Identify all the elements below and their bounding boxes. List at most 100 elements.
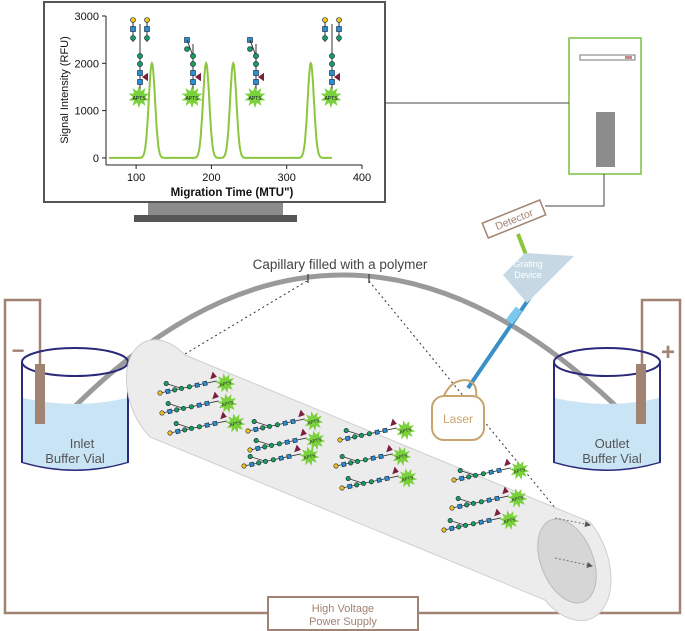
sugar-circle [179, 385, 185, 391]
glcnac-square [290, 418, 296, 425]
sugar-circle [362, 457, 368, 463]
tube-glycan: APTS [241, 444, 320, 469]
sugar-circle [165, 401, 171, 407]
apts-label: APTS [511, 495, 524, 502]
tube-glycan: APTS [441, 508, 520, 533]
sugar-circle [262, 444, 268, 450]
apts-star [499, 510, 520, 530]
sugar-circle [263, 458, 269, 464]
apts-star [128, 86, 150, 108]
sugar-circle [336, 35, 342, 41]
apts-star [395, 420, 416, 440]
apts-star [303, 411, 324, 431]
glcnac-square [137, 79, 143, 85]
glcnac-square [496, 467, 502, 474]
apts-star [244, 86, 266, 108]
apts-star [305, 430, 326, 450]
apts-label: APTS [132, 96, 146, 102]
sugar-circle [473, 472, 479, 478]
apts-label: APTS [309, 437, 322, 444]
apts-label: APTS [399, 427, 412, 434]
apts-label: APTS [303, 453, 316, 460]
sugar-circle [333, 463, 339, 469]
chromatogram-line [109, 61, 332, 159]
zoom-line-right [368, 280, 566, 521]
fucose-triangle [195, 72, 201, 82]
grating-label-2: Device [514, 270, 542, 280]
sugar-circle [355, 458, 361, 464]
apts-label: APTS [307, 418, 320, 425]
y-tick-label: 0 [93, 153, 99, 165]
grating-label-1: Grating [513, 259, 543, 269]
apts-star [225, 413, 246, 433]
y-tick-label: 3000 [75, 11, 99, 23]
sugar-circle [159, 410, 165, 416]
sugar-circle [329, 53, 335, 59]
sugar-circle [190, 61, 196, 67]
sugar-circle [352, 434, 358, 440]
apts-star [507, 488, 528, 508]
sugar-circle [251, 419, 257, 425]
glcnac-square [329, 70, 335, 76]
chart-glycan: APTS [244, 37, 266, 108]
sugar-circle [269, 442, 275, 448]
glcnac-square [253, 426, 259, 433]
drive-slot [579, 54, 636, 61]
laser-beam [466, 288, 537, 390]
sugar-circle [361, 480, 367, 486]
sugar-circle [463, 522, 469, 528]
glcnac-square [190, 79, 196, 85]
sugar-circle [163, 381, 169, 387]
sugar-circle [253, 53, 259, 59]
sugar-circle [167, 430, 173, 436]
glcnac-square [204, 400, 210, 407]
sugar-circle [336, 17, 342, 23]
glcnac-square [204, 422, 210, 428]
glcnac-square [486, 497, 492, 503]
glcnac-square [137, 70, 143, 76]
sugar-circle [447, 518, 453, 524]
glcnac-square [212, 420, 218, 427]
glcnac-square [457, 503, 463, 510]
glcnac-square [286, 453, 292, 460]
glcnac-square [253, 70, 259, 76]
sugar-circle [173, 421, 179, 427]
apts-star [217, 393, 238, 413]
sugar-circle [190, 53, 196, 59]
x-tick-label: 400 [353, 172, 371, 184]
sugar-circle [184, 46, 190, 52]
apts-label: APTS [503, 517, 516, 524]
tube-glycan: APTS [159, 391, 238, 416]
sugar-circle [144, 17, 150, 23]
computer-tower [385, 37, 642, 207]
glcnac-square [488, 469, 494, 475]
power-supply-label-2: Power Supply [309, 616, 377, 628]
apts-star [320, 86, 342, 108]
glcnac-square [284, 439, 290, 445]
fucose-triangle [142, 72, 148, 82]
detector-cable [545, 174, 605, 207]
apts-star [215, 373, 236, 393]
glcnac-square [494, 495, 500, 502]
glcnac-square [253, 79, 259, 85]
x-tick-label: 200 [202, 172, 220, 184]
zoom-line-left [184, 280, 308, 355]
sugar-circle [144, 35, 150, 41]
glcnac-square [202, 380, 208, 387]
sugar-circle [466, 474, 472, 480]
sugar-circle [471, 500, 477, 506]
sugar-circle [368, 479, 374, 485]
outlet-vial: Outlet Buffer Vial [553, 347, 661, 471]
sugar-circle [339, 454, 345, 460]
sugar-circle [274, 422, 280, 428]
glcnac-square [167, 408, 173, 415]
glcnac-square [190, 70, 196, 76]
glcnac-square [370, 455, 376, 461]
tube-glycan: APTS [333, 444, 412, 469]
tube-glycan: APTS [339, 466, 418, 491]
glcnac-square [165, 388, 171, 395]
sugar-circle [441, 527, 447, 533]
sugar-circle [247, 46, 253, 52]
sugar-circle [337, 437, 343, 443]
